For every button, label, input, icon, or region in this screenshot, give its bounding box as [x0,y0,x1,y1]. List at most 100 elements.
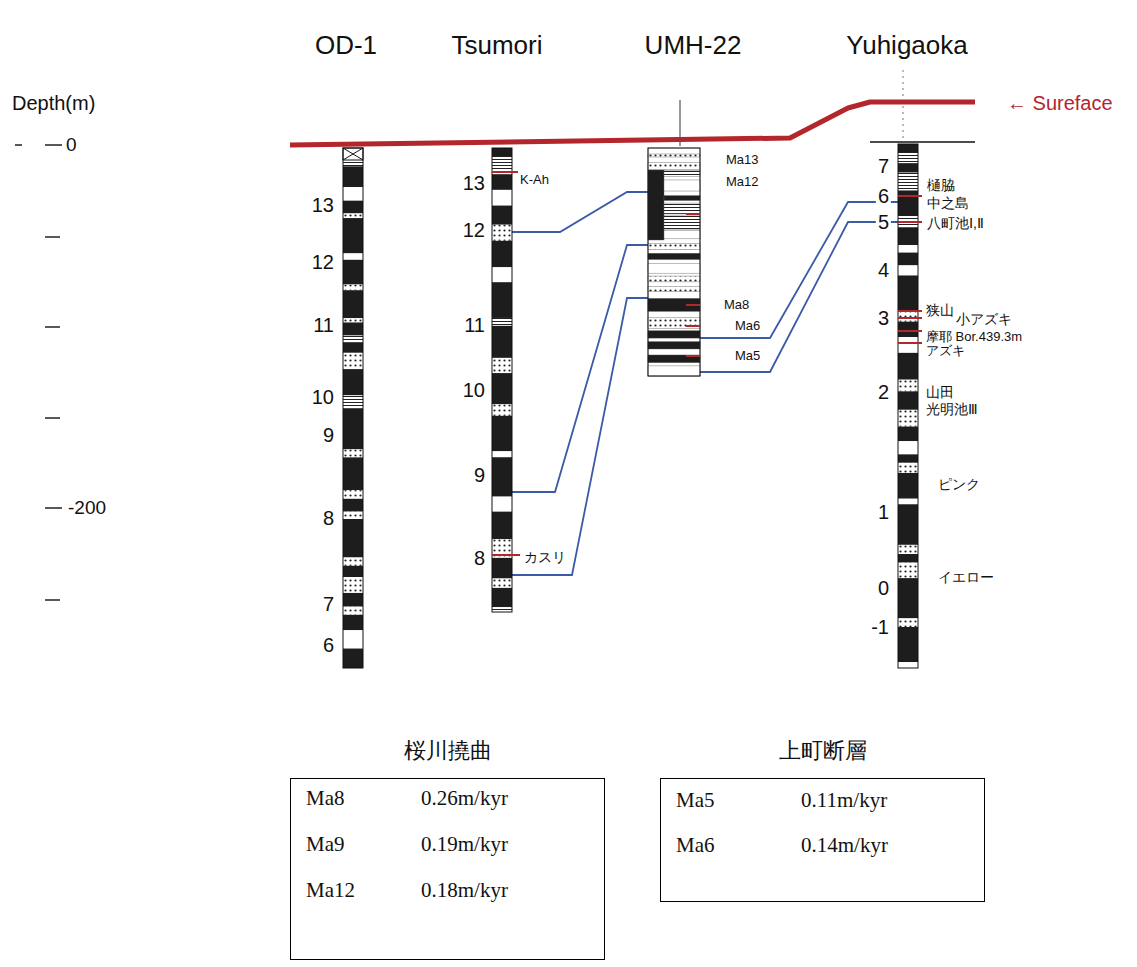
lithology-bed [343,285,363,291]
borehole-mark [903,70,904,140]
lithology-bed [343,322,363,335]
lithology-bed [664,171,700,177]
tephra-name: カスリ [522,550,568,565]
unit-number: 5 [876,211,891,233]
tephra-name: イエロー [936,570,996,585]
column-outline [648,148,700,376]
lithology-bed [343,343,363,353]
lithology-bed [343,336,363,343]
table-cell: 0.11m/kyr [801,789,887,812]
lithology-bed [343,318,363,322]
lithology-bed [492,326,512,358]
table-heading: 桜川撓曲 [404,739,492,763]
tephra-marker [898,317,922,319]
lithology-bed [492,457,512,496]
unit-number: -1 [869,616,891,638]
lithology-bed [343,615,363,630]
lithology-bed [492,358,512,373]
unit-number: 8 [321,507,336,529]
lithology-bed [343,512,363,519]
lithology-bed [898,380,918,392]
tephra-marker [898,342,922,344]
tephra-marker [686,325,700,327]
lithology-bed [648,276,700,282]
depth-value: 0 [64,135,79,156]
lithology-bed [343,593,363,607]
tephra-marker [492,554,520,556]
lithology-bed [898,627,918,662]
unit-number: 6 [321,634,336,656]
core-top-mark [343,148,363,160]
lithology-bed [664,196,700,201]
correlation-line [512,245,648,492]
tephra-name: 中之島 [925,196,971,211]
tephra-name: アズキ [924,344,967,358]
lithology-bed [898,337,918,353]
unit-number: 11 [311,314,336,336]
lithology-bed [492,267,512,282]
column-outline [343,148,363,668]
lithology-bed [664,215,700,229]
lithology-bed [648,342,700,349]
ground-surface-line [290,102,975,145]
axis-tick [15,144,22,146]
tephra-marker [492,171,518,173]
lithology-bed [343,395,363,408]
lithology-bed [492,241,512,267]
lithology-bed [664,203,700,214]
boring-column: OD-1 [343,148,363,668]
lithology-bed [492,225,512,241]
correlation-line [700,222,898,372]
lithology-bed [343,490,363,499]
lithology-bed [343,607,363,615]
lithology-bed [898,563,918,578]
lithology-bed [492,497,512,512]
lithology-bed [898,545,918,554]
tephra-marker [898,310,922,312]
lithology-bed [343,577,363,593]
lithology-bed [343,253,363,259]
unit-number: 0 [876,577,891,599]
unit-number: 4 [876,259,891,281]
lithologic-column [898,144,918,668]
lithology-bed [343,369,363,395]
tephra-name: ピンク [936,477,982,492]
axis-tick [45,144,62,146]
lithology-bed [343,649,363,668]
lithology-bed [648,170,664,240]
lithology-bed [898,322,918,337]
lithology-bed [898,152,918,163]
marine-clay-label: Ma6 [733,319,762,333]
axis-title: Depth(m) [10,92,97,114]
lithology-bed [343,187,363,201]
lithology-bed [648,366,700,376]
tephra-name: 光明池Ⅲ [924,402,980,417]
lithology-bed [898,499,918,505]
lithology-bed [898,163,918,173]
tephra-name: 樋脇 [925,178,957,193]
correlation-line [512,298,648,575]
boring-column: UMH-22 [648,148,700,376]
tephra-marker [898,221,922,223]
axis-tick [45,507,62,509]
lithology-bed [648,253,700,259]
table-cell: Ma8 [306,787,345,810]
tephra-name: 摩耶 Bor.439.3m [924,330,1024,344]
lithology-bed [648,331,700,338]
unit-number: 10 [461,379,487,401]
rate-table-box: 桜川撓曲Ma80.26m/kyrMa90.19m/kyrMa120.18m/ky… [290,778,605,960]
lithology-bed [898,312,918,322]
lithology-bed [898,441,918,454]
lithology-bed [648,355,700,363]
lithology-bed [664,180,700,191]
lithology-bed [898,454,918,462]
lithology-bed [492,206,512,225]
table-cell: 0.14m/kyr [801,834,888,857]
lithology-bed [492,558,512,579]
tephra-marker [898,195,922,197]
lithology-bed [898,173,918,191]
lithology-bed [492,190,512,206]
table-cell: 0.26m/kyr [421,787,508,810]
lithology-bed [648,148,700,376]
